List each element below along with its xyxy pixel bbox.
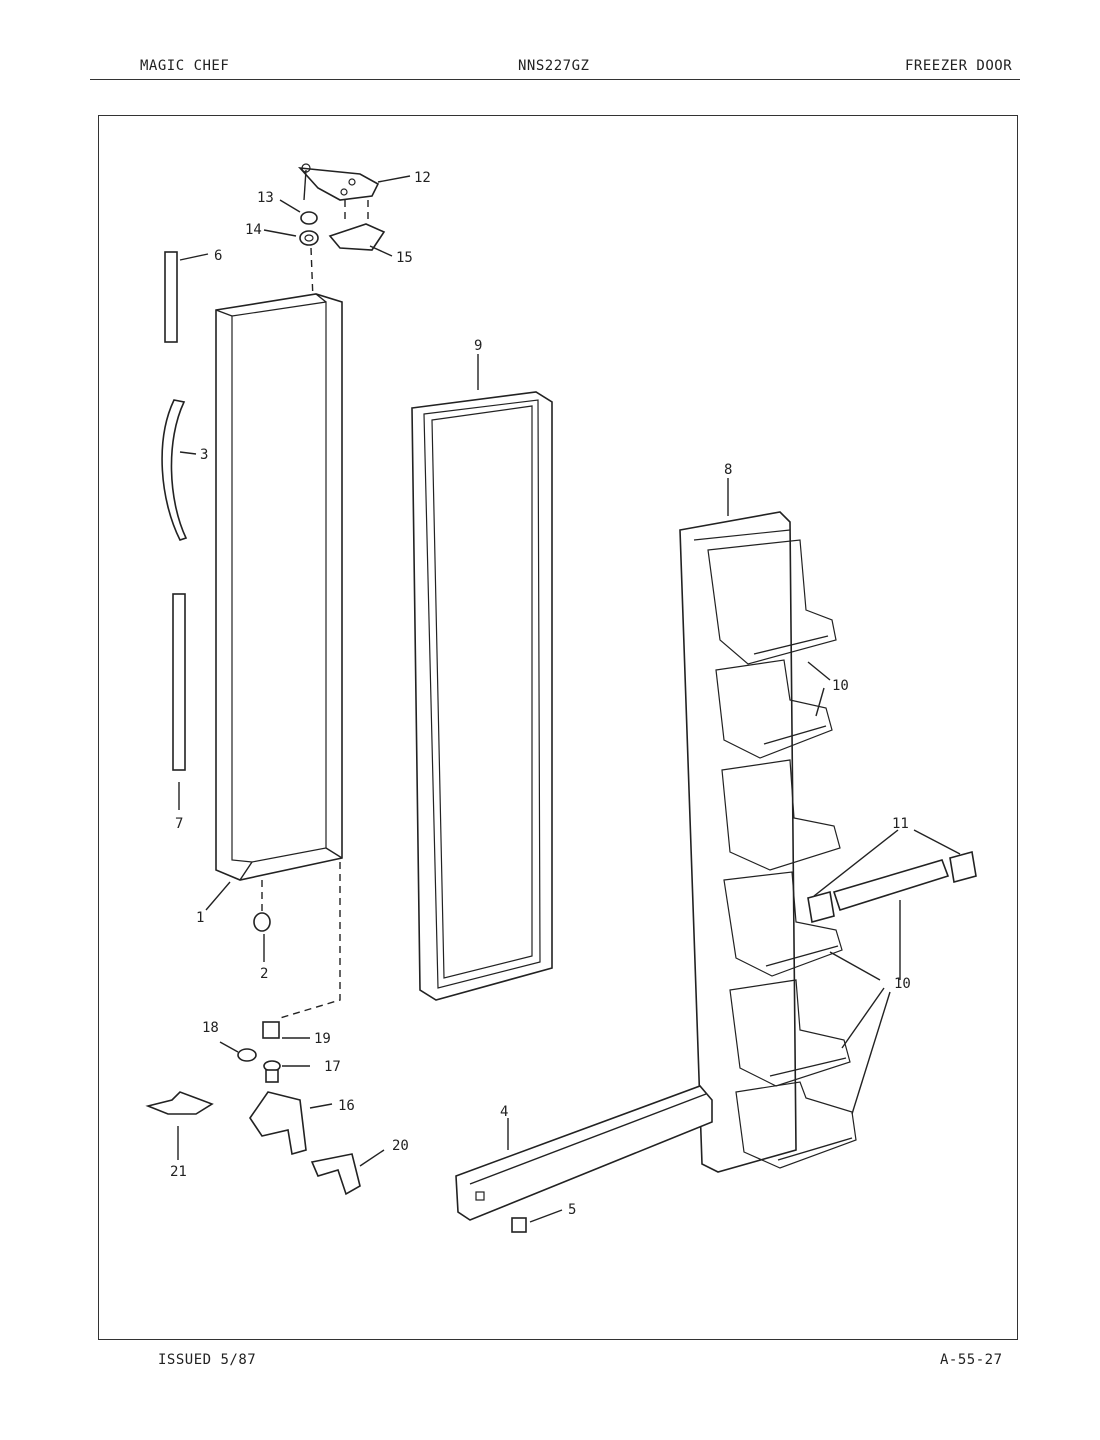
part-6-trim-strip bbox=[164, 251, 178, 343]
callout-20: 20 bbox=[392, 1138, 409, 1154]
part-15-shim bbox=[328, 223, 386, 251]
callout-7: 7 bbox=[175, 816, 183, 832]
callout-4: 4 bbox=[500, 1104, 508, 1120]
callout-10-upper: 10 bbox=[832, 678, 849, 694]
callout-14: 14 bbox=[245, 222, 262, 238]
callout-12: 12 bbox=[414, 170, 431, 186]
part-14-bushing bbox=[299, 230, 319, 246]
callout-13: 13 bbox=[257, 190, 274, 206]
leader-lines bbox=[177, 175, 961, 1223]
part-17-hinge-pin bbox=[263, 1060, 281, 1083]
part-12-top-hinge bbox=[298, 163, 380, 222]
part-10-rail bbox=[777, 1137, 853, 1161]
part-16-bottom-hinge bbox=[249, 1091, 307, 1156]
part-8-door-liner bbox=[679, 511, 857, 1173]
part-1-door-panel bbox=[215, 293, 343, 881]
part-4-bottom-trim bbox=[455, 1085, 713, 1221]
footer-code: A-55-27 bbox=[940, 1352, 1003, 1368]
part-9-gasket bbox=[411, 391, 553, 1001]
part-20-spacer bbox=[310, 1153, 361, 1196]
callout-2: 2 bbox=[260, 966, 268, 982]
header-rule bbox=[90, 79, 1020, 80]
callout-5: 5 bbox=[568, 1202, 576, 1218]
header-brand: MAGIC CHEF bbox=[140, 58, 230, 74]
header-model: NNS227GZ bbox=[518, 58, 590, 74]
part-10-rail bbox=[765, 945, 839, 967]
callout-21: 21 bbox=[170, 1164, 187, 1180]
part-21-bottom-plate bbox=[145, 1091, 214, 1115]
part-13-washer bbox=[300, 211, 318, 225]
part-2-door-stop bbox=[253, 880, 271, 932]
part-10-rail bbox=[769, 1057, 847, 1077]
part-10-rail bbox=[753, 635, 829, 655]
part-11-shelf-bar bbox=[807, 850, 977, 924]
callout-6: 6 bbox=[214, 248, 222, 264]
callout-19: 19 bbox=[314, 1031, 331, 1047]
callout-9: 9 bbox=[474, 338, 482, 354]
callout-15: 15 bbox=[396, 250, 413, 266]
footer-issued: ISSUED 5/87 bbox=[158, 1352, 257, 1368]
callout-1: 1 bbox=[196, 910, 204, 926]
callout-18: 18 bbox=[202, 1020, 219, 1036]
part-10-rail bbox=[763, 725, 827, 745]
callout-17: 17 bbox=[324, 1059, 341, 1075]
callout-16: 16 bbox=[338, 1098, 355, 1114]
part-7-trim-strip bbox=[172, 593, 186, 771]
diagram-frame bbox=[98, 115, 1018, 1340]
part-19-bushing bbox=[262, 1021, 280, 1039]
part-18-washer bbox=[237, 1048, 257, 1062]
callout-10-lower: 10 bbox=[894, 976, 911, 992]
callout-3: 3 bbox=[200, 447, 208, 463]
callout-11: 11 bbox=[892, 816, 909, 832]
part-5-clip bbox=[511, 1217, 527, 1233]
callout-8: 8 bbox=[724, 462, 732, 478]
header-section: FREEZER DOOR bbox=[905, 58, 1013, 74]
part-3-handle bbox=[161, 399, 188, 541]
